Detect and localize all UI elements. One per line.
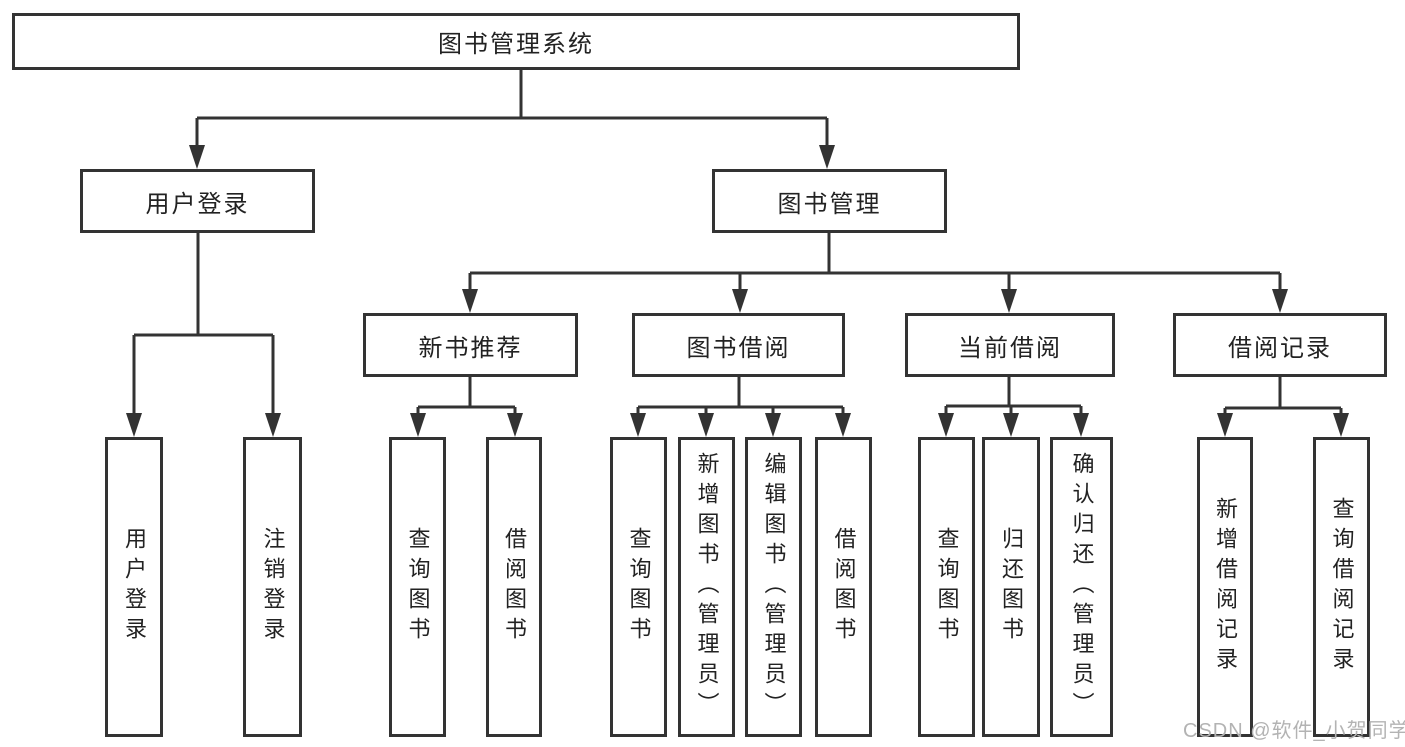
leaf-query-books: 查询图书 [610,437,667,737]
leaf-logout: 注销登录 [243,437,302,737]
node-book-management: 图书管理 [712,169,947,233]
leaf-confirm-return-admin-label: 确认归还（管理员） [1069,452,1095,722]
leaf-return-books-label: 归还图书 [999,527,1024,647]
leaf-add-books-admin-label: 新增图书（管理员） [694,452,720,722]
leaf-query-borrow-record: 查询借阅记录 [1313,437,1370,737]
leaf-logout-label: 注销登录 [260,527,286,647]
leaf-add-borrow-record: 新增借阅记录 [1197,437,1253,737]
leaf-edit-books-admin-label: 编辑图书（管理员） [761,452,787,722]
leaf-user-login: 用户登录 [105,437,163,737]
node-user-login-label: 用户登录 [145,190,250,218]
leaf-query-books: 查询图书 [389,437,446,737]
leaf-add-borrow-record-label: 新增借阅记录 [1213,497,1238,677]
leaf-borrow-books: 借阅图书 [486,437,542,737]
node-root-label: 图书管理系统 [438,31,594,58]
node-root: 图书管理系统 [12,13,1020,70]
node-borrow-records-label: 借阅记录 [1228,334,1332,362]
leaf-user-login-label: 用户登录 [122,527,147,647]
leaf-query-books: 查询图书 [918,437,975,737]
csdn-watermark: CSDN @软件_小贺同学 [1183,720,1405,742]
leaf-query-books-label: 查询图书 [405,527,431,647]
leaf-add-books-admin: 新增图书（管理员） [678,437,735,737]
leaf-edit-books-admin: 编辑图书（管理员） [745,437,802,737]
node-book-borrow-label: 图书借阅 [686,334,791,362]
node-borrow-records: 借阅记录 [1173,313,1387,377]
leaf-borrow-books-label: 借阅图书 [831,527,857,647]
node-current-borrow: 当前借阅 [905,313,1115,377]
leaf-borrow-books: 借阅图书 [815,437,872,737]
leaf-borrow-books-label: 借阅图书 [502,527,527,647]
node-user-login: 用户登录 [80,169,315,233]
leaf-query-books-label: 查询图书 [934,527,960,647]
leaf-query-books-label: 查询图书 [626,527,652,647]
node-current-borrow-label: 当前借阅 [958,334,1062,362]
leaf-query-borrow-record-label: 查询借阅记录 [1329,497,1355,677]
node-book-borrow: 图书借阅 [632,313,845,377]
leaf-return-books: 归还图书 [982,437,1040,737]
node-book-management-label: 图书管理 [777,190,882,218]
leaf-confirm-return-admin: 确认归还（管理员） [1050,437,1113,737]
node-new-book-recommend-label: 新书推荐 [418,334,523,362]
node-new-book-recommend: 新书推荐 [363,313,578,377]
